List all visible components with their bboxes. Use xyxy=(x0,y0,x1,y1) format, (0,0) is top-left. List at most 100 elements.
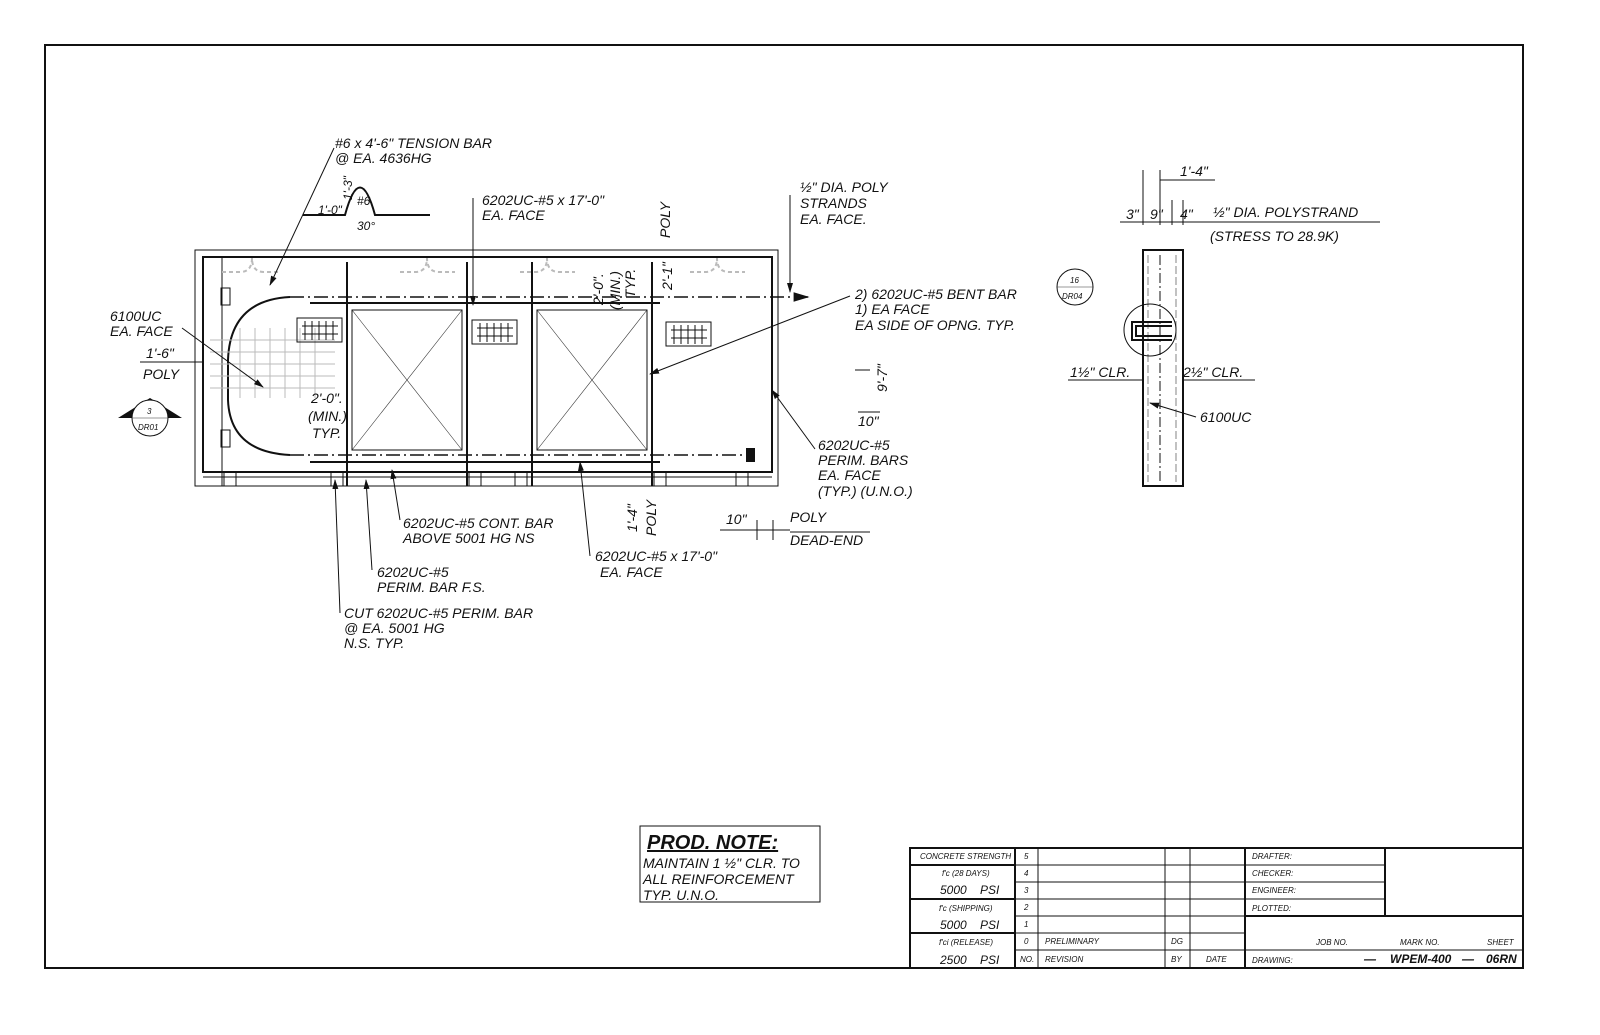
section-mesh-label: 6100UC xyxy=(1200,409,1252,425)
opening-2 xyxy=(536,309,648,451)
cont-bar-label: ABOVE 5001 HG NS xyxy=(402,530,535,546)
dead-end-dim: 10" xyxy=(726,511,748,527)
poly-strands-label: STRANDS xyxy=(800,195,868,211)
fcship-value: 5000 PSI xyxy=(940,918,1000,932)
marker-sheet: DR04 xyxy=(1062,292,1083,301)
section-total-dim: 1'-4" xyxy=(1180,163,1209,179)
fc28-label: f'c (28 DAYS) xyxy=(942,869,990,878)
grate xyxy=(665,321,712,347)
concrete-strength-label: CONCRETE STRENGTH xyxy=(920,852,1011,861)
dead-end-poly: POLY xyxy=(790,509,828,525)
perim-bars-label: EA. FACE xyxy=(818,467,881,483)
drawing-label: DRAWING: xyxy=(1252,956,1293,965)
clr-left: 1½" CLR. xyxy=(1070,364,1130,380)
mark-no-label: MARK NO. xyxy=(1400,938,1440,947)
section-dim: 9" xyxy=(1150,206,1164,222)
mesh-grid xyxy=(210,328,335,398)
prod-note-title: PROD. NOTE: xyxy=(647,832,778,854)
mark-no-value: WPEM-400 xyxy=(1390,952,1452,966)
job-no-label: JOB NO. xyxy=(1315,938,1348,947)
marker-number: 16 xyxy=(1070,276,1079,285)
fci-label: f'ci (RELEASE) xyxy=(939,938,993,947)
min-dim: TYP. xyxy=(622,269,638,298)
rev-desc: PRELIMINARY xyxy=(1045,937,1100,946)
fcship-label: f'c (SHIPPING) xyxy=(939,904,993,913)
fc28-value: 5000 PSI xyxy=(940,883,1000,897)
bent-bar-label: EA SIDE OF OPNG. TYP. xyxy=(855,317,1015,333)
rev-header-revision: REVISION xyxy=(1045,955,1083,964)
prod-note: PROD. NOTE: MAINTAIN 1 ½" CLR. TO ALL RE… xyxy=(639,825,821,903)
rev-no: 0 xyxy=(1024,937,1029,946)
polystrand-label: ½" DIA. POLYSTRAND xyxy=(1213,204,1358,220)
checker-label: CHECKER: xyxy=(1252,869,1293,878)
cut-bar-label: N.S. TYP. xyxy=(344,635,404,651)
sheet-label: SHEET xyxy=(1487,938,1515,947)
height-dim: 9'-7" xyxy=(874,363,890,392)
tension-bar-label: #6 x 4'-6" TENSION BAR xyxy=(335,135,492,151)
plotted-label: PLOTTED: xyxy=(1252,904,1291,913)
tension-height-dim: 1'-3" xyxy=(341,175,355,200)
sheet-value: 06RN xyxy=(1486,952,1517,966)
mesh-label: 6100UC xyxy=(110,308,162,324)
section-dim: 4" xyxy=(1180,206,1194,222)
min-dim: 2'-0". xyxy=(590,273,606,306)
opening-1 xyxy=(351,309,463,451)
tension-bar-size: #6 xyxy=(357,194,371,208)
cont-bar-label: 6202UC-#5 CONT. BAR xyxy=(403,515,553,531)
mesh-label: EA. FACE xyxy=(110,323,173,339)
grate xyxy=(471,319,518,345)
revision-table: 5 4 3 2 1 0 PRELIMINARY DG NO. REVISION … xyxy=(1020,852,1227,964)
section-marker-left[interactable]: 3 DR01 xyxy=(118,398,182,437)
poly-bottom-label: POLY xyxy=(643,498,659,536)
left-dim: 1'-6" xyxy=(146,345,175,361)
rev-no: 5 xyxy=(1024,852,1029,861)
clr-right: 2½" CLR. xyxy=(1182,364,1243,380)
rev-header-by: BY xyxy=(1171,955,1182,964)
sheet-border xyxy=(44,44,1524,969)
job-no-value: — xyxy=(1363,952,1377,966)
cut-bar-label: CUT 6202UC-#5 PERIM. BAR xyxy=(344,605,533,621)
poly-strands-label: ½" DIA. POLY xyxy=(800,179,889,195)
marker-number: 3 xyxy=(147,407,152,416)
plan-labels: #6 x 4'-6" TENSION BAR @ EA. 4636HG 1'-0… xyxy=(110,135,1017,651)
perim-fs-label: 6202UC-#5 xyxy=(377,564,449,580)
bottom-bar-label: 6202UC-#5 x 17'-0" xyxy=(595,548,718,564)
detail-marker[interactable]: 16 DR04 xyxy=(1056,268,1094,306)
bottom-bar-label: EA. FACE xyxy=(600,564,663,580)
cut-bar-label: @ EA. 5001 HG xyxy=(344,620,445,636)
dead-end-label: DEAD-END xyxy=(790,532,863,548)
drafter-label: DRAFTER: xyxy=(1252,852,1292,861)
tension-bar-label: @ EA. 4636HG xyxy=(335,150,432,166)
rev-header-no: NO. xyxy=(1020,955,1034,964)
stress-label: (STRESS TO 28.9K) xyxy=(1210,228,1339,244)
top-bar-label: 6202UC-#5 x 17'-0" xyxy=(482,192,605,208)
fci-value: 2500 PSI xyxy=(939,953,1000,967)
min-dim: (MIN.) xyxy=(607,271,623,310)
rev-no: 1 xyxy=(1024,920,1028,929)
min-dim: 2'-0". xyxy=(310,390,343,406)
tension-angle: 30° xyxy=(357,219,375,233)
perim-fs-label: PERIM. BAR F.S. xyxy=(377,579,486,595)
dim-2-1: 2'-1" xyxy=(659,261,675,291)
dim-1-4: 1'-4" xyxy=(624,503,640,532)
poly-left-label: POLY xyxy=(143,366,181,382)
engineer-label: ENGINEER: xyxy=(1252,886,1296,895)
perim-bars-label: 6202UC-#5 xyxy=(818,437,890,453)
top-bar-label: EA. FACE xyxy=(482,207,545,223)
separator: — xyxy=(1461,952,1475,966)
bent-bar-label: 2) 6202UC-#5 BENT BAR xyxy=(854,286,1017,302)
poly-strands-label: EA. FACE. xyxy=(800,211,867,227)
lifting-inserts xyxy=(222,257,745,273)
perim-bars-label: PERIM. BARS xyxy=(818,452,909,468)
prod-note-line: MAINTAIN 1 ½" CLR. TO xyxy=(643,855,800,871)
rev-by: DG xyxy=(1171,937,1183,946)
section-view: 1'-4" 3" 9" 4" ½" DIA. POLYSTRAND (STRES… xyxy=(1056,163,1380,487)
tension-base-dim: 1'-0" xyxy=(318,203,343,217)
poly-label: POLY xyxy=(657,200,673,238)
rev-no: 3 xyxy=(1024,886,1029,895)
grate xyxy=(296,317,343,343)
perim-bars-label: (TYP.) (U.N.O.) xyxy=(818,483,913,499)
title-block: CONCRETE STRENGTH f'c (28 DAYS) 5000 PSI… xyxy=(909,847,1524,969)
tension-bar-sketch xyxy=(303,186,430,216)
